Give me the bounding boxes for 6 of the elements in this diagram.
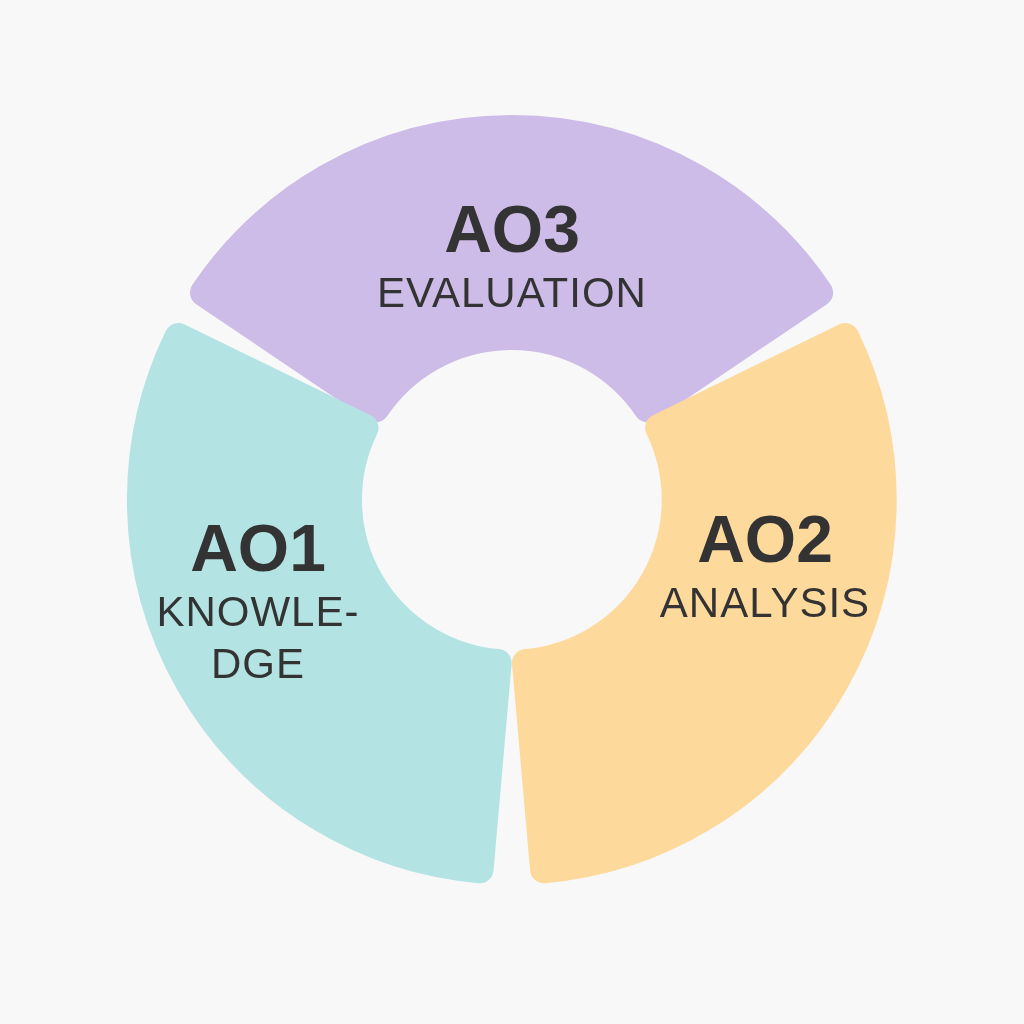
segment-label: ANALYSIS bbox=[658, 578, 872, 628]
segment-code: AO1 bbox=[189, 510, 327, 586]
segment-code: AO3 bbox=[443, 191, 581, 267]
segment-label: KNOWLE- DGE bbox=[155, 587, 361, 689]
segment-code: AO2 bbox=[696, 501, 834, 577]
segment-label: EVALUATION bbox=[376, 268, 648, 318]
